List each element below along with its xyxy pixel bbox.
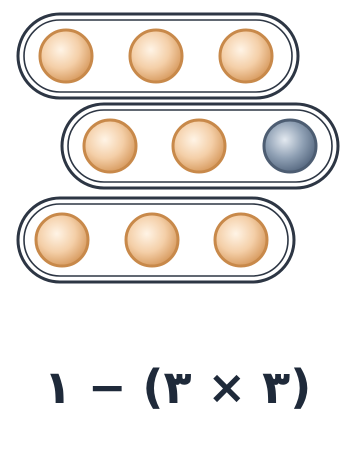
orange-counter	[173, 120, 225, 172]
orange-counter	[220, 30, 272, 82]
orange-counter	[126, 214, 178, 266]
orange-counter	[215, 214, 267, 266]
counter-group-3	[18, 198, 294, 282]
counter-group-2	[62, 104, 338, 188]
expression-label: (۳ × ۳) − ۱	[0, 360, 355, 414]
orange-counter	[130, 30, 182, 82]
orange-counter	[84, 120, 136, 172]
blue-counter	[264, 120, 316, 172]
orange-counter	[36, 214, 88, 266]
orange-counter	[40, 30, 92, 82]
counter-group-1	[18, 14, 298, 98]
counter-groups-diagram	[0, 0, 355, 340]
